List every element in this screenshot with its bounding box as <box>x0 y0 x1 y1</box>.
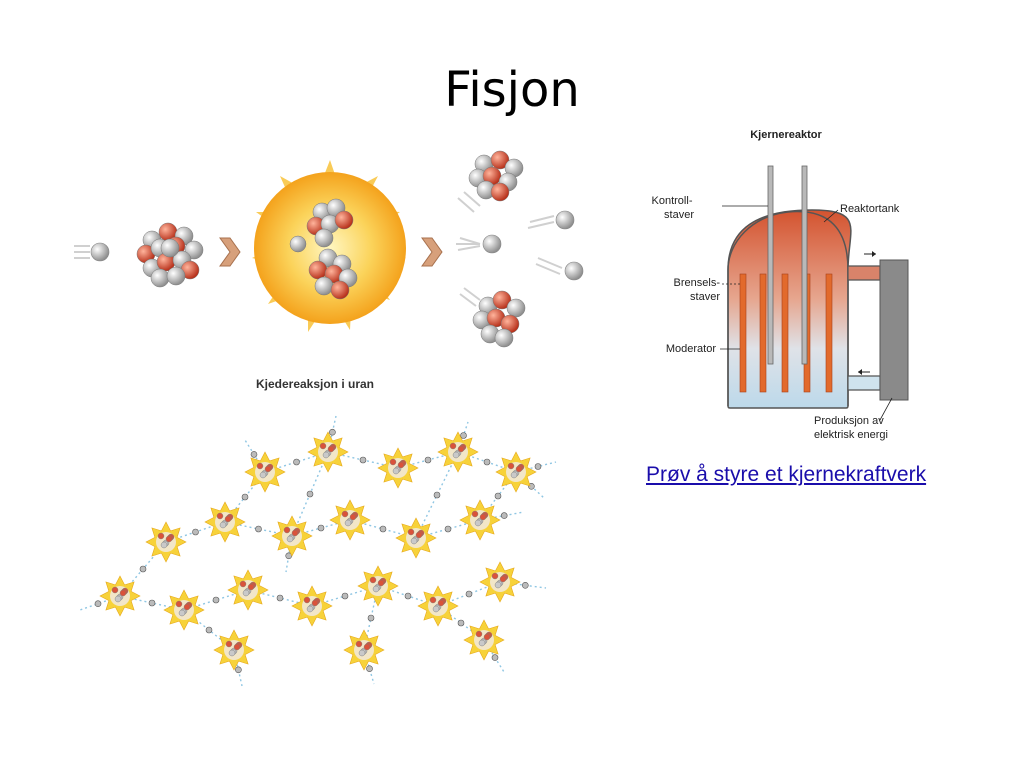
reactor-title: Kjernereaktor <box>750 129 822 141</box>
fission-product-nucleus <box>472 290 526 348</box>
neutron <box>491 654 499 661</box>
neutron <box>255 525 262 533</box>
fission-event <box>343 629 385 671</box>
neutron <box>457 619 465 627</box>
fission-event <box>307 431 349 473</box>
neutron <box>460 432 467 439</box>
neutron <box>444 525 452 533</box>
splitting-nucleus <box>289 198 358 300</box>
neutron <box>500 512 508 519</box>
fission-event <box>271 515 313 557</box>
neutron <box>534 463 542 470</box>
fission-event <box>437 431 479 473</box>
fission-event <box>204 501 246 543</box>
chain-reaction-caption-wrap: Kjedereaksjon i uran <box>256 377 374 391</box>
fission-event <box>213 629 255 671</box>
fission-event <box>479 561 521 603</box>
fission-event <box>227 569 269 611</box>
fission-product-nucleus <box>468 150 524 202</box>
label-control-rods-1: Kontroll- <box>652 195 693 207</box>
label-reactor-tank: Reaktortank <box>840 203 900 215</box>
neutron <box>404 592 412 600</box>
fission-event <box>495 451 537 493</box>
fission-event <box>357 565 399 607</box>
label-control-rods-2: staver <box>664 209 694 221</box>
chain-reaction-diagram <box>79 415 557 687</box>
neutron <box>465 590 473 598</box>
generator-block <box>879 259 909 401</box>
neutron <box>379 525 387 533</box>
reaction-arrow <box>421 237 443 267</box>
neutron <box>433 491 441 499</box>
fission-event <box>329 499 371 541</box>
reactor-diagram: Kjernereaktor Kontroll- staver Reaktorta… <box>652 129 909 441</box>
neutron <box>366 665 373 673</box>
fission-event <box>417 585 459 627</box>
neutron <box>424 456 432 464</box>
fission-event <box>463 619 505 661</box>
neutron <box>306 490 314 498</box>
neutron <box>483 458 491 466</box>
neutron <box>359 456 367 464</box>
neutron <box>235 666 242 674</box>
neutron <box>94 600 102 607</box>
fission-event <box>244 451 286 493</box>
label-fuel-rods-1: Brensels- <box>674 277 721 289</box>
fission-event <box>291 585 333 627</box>
control-rods <box>767 165 808 365</box>
label-fuel-rods-2: staver <box>690 291 720 303</box>
neutron <box>212 596 220 604</box>
neutron <box>148 599 156 607</box>
released-neutrons <box>456 191 584 307</box>
neutron <box>329 428 336 436</box>
neutron <box>367 614 375 622</box>
neutron <box>293 458 300 466</box>
neutron <box>139 565 147 573</box>
fission-event <box>145 521 187 563</box>
fission-event <box>459 499 501 541</box>
fission-event <box>377 447 419 489</box>
neutron <box>192 528 199 536</box>
neutron <box>241 493 249 501</box>
slide-title: Fisjon <box>444 62 580 118</box>
neutron <box>205 626 213 634</box>
reactor-simulation-link[interactable]: Prøv å styre et kjernekraftverk <box>646 463 927 486</box>
uranium-nucleus <box>136 222 204 288</box>
fission-process-diagram <box>74 150 584 348</box>
neutron <box>521 582 529 589</box>
neutron <box>317 524 325 532</box>
reactor-tank <box>727 209 852 409</box>
neutron-path <box>415 451 459 539</box>
fission-event <box>395 517 437 559</box>
neutron <box>276 594 284 602</box>
coolant-pipes <box>847 265 881 391</box>
fission-event <box>99 575 141 617</box>
neutron <box>494 492 502 500</box>
label-moderator: Moderator <box>666 343 716 355</box>
fission-flash <box>252 160 406 332</box>
chain-reaction-caption: Kjedereaksjon i uran <box>256 377 374 391</box>
neutron <box>250 451 258 458</box>
neutron <box>341 592 349 600</box>
fission-event <box>163 589 205 631</box>
label-production-1: Produksjon av <box>814 415 884 427</box>
label-production-2: elektrisk energi <box>814 429 888 441</box>
incoming-neutron <box>74 242 110 262</box>
reaction-arrow <box>219 237 241 267</box>
